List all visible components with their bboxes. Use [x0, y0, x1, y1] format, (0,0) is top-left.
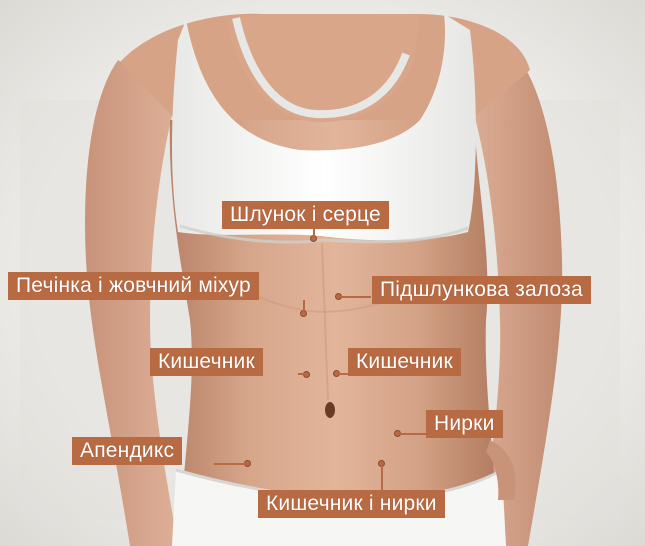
leader-liver-gallbladder	[303, 300, 305, 311]
marker-liver-gallbladder	[300, 310, 307, 317]
leader-kidneys	[400, 433, 426, 435]
label-kidneys: Нирки	[426, 410, 503, 438]
label-liver-gallbladder: Печінка і жовчний міхур	[8, 272, 259, 300]
leader-intestine-left	[298, 373, 305, 375]
label-intestine-left: Кишечник	[150, 348, 263, 376]
navel	[325, 402, 335, 418]
label-pancreas: Підшлункова залоза	[372, 276, 591, 304]
leader-pancreas	[341, 296, 371, 298]
label-intestine-kidneys: Кишечник і нирки	[258, 490, 445, 518]
label-intestine-right: Кишечник	[348, 348, 461, 376]
leader-appendix	[214, 463, 245, 465]
leader-stomach-heart	[313, 228, 315, 237]
label-stomach-heart: Шлунок і серце	[222, 201, 389, 229]
label-appendix: Апендикс	[72, 437, 182, 465]
leader-intestine-kidneys	[381, 466, 383, 490]
marker-appendix	[244, 460, 251, 467]
